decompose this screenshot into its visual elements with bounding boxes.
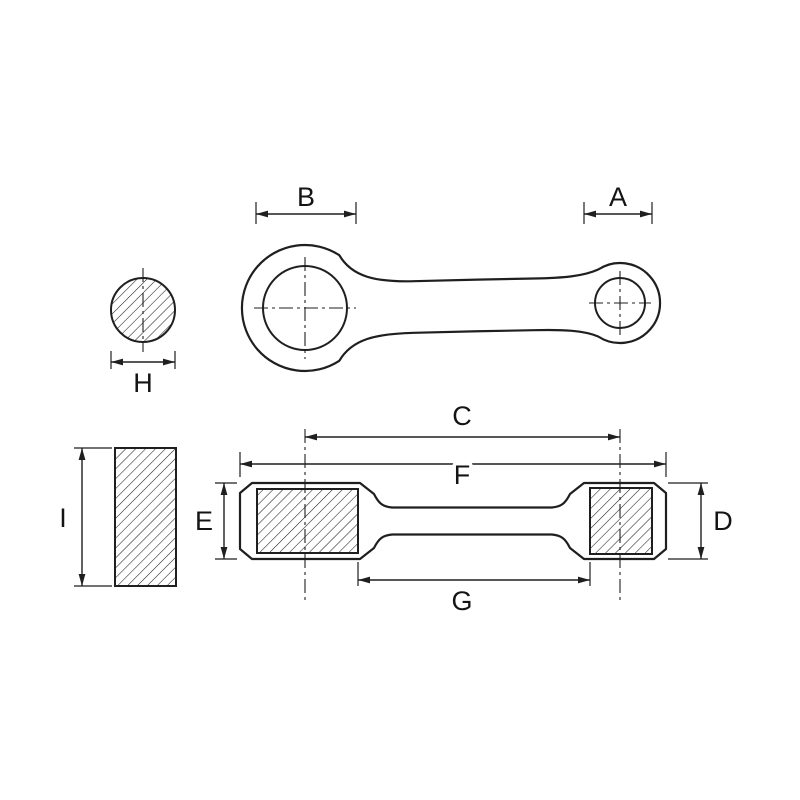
dim-label-h: H [133,368,153,398]
rod-side-outline [238,481,668,561]
top-view-connecting-rod: B A [240,179,662,373]
dim-label-e: E [195,506,213,536]
small-end-section-rect [589,487,653,555]
dimension-b: B [255,179,357,224]
dim-label-d: D [713,506,733,536]
dim-label-b: B [297,182,315,212]
dimension-g: G [357,562,591,620]
small-end-centerlines [589,271,651,335]
dimension-a: A [583,179,653,224]
dim-label-f: F [454,460,471,490]
rod-top-outline [240,243,662,373]
dimension-h: H [110,351,176,402]
big-end-width-section: I [56,447,177,587]
dimension-d: D [668,482,736,560]
side-view-connecting-rod: C F G E D [191,398,736,620]
pin-cross-section: H [110,268,176,402]
big-end-centerlines [254,257,356,359]
big-end-section-rect [256,488,359,554]
dimension-f: F [239,452,667,494]
dim-label-a: A [609,182,627,212]
dim-label-c: C [452,401,472,431]
dimension-e: E [191,482,237,560]
section-rect [114,447,177,587]
dim-label-g: G [451,586,472,616]
dimension-c: C [305,398,620,441]
dimension-i: I [56,447,112,587]
dim-label-i: I [59,503,67,533]
